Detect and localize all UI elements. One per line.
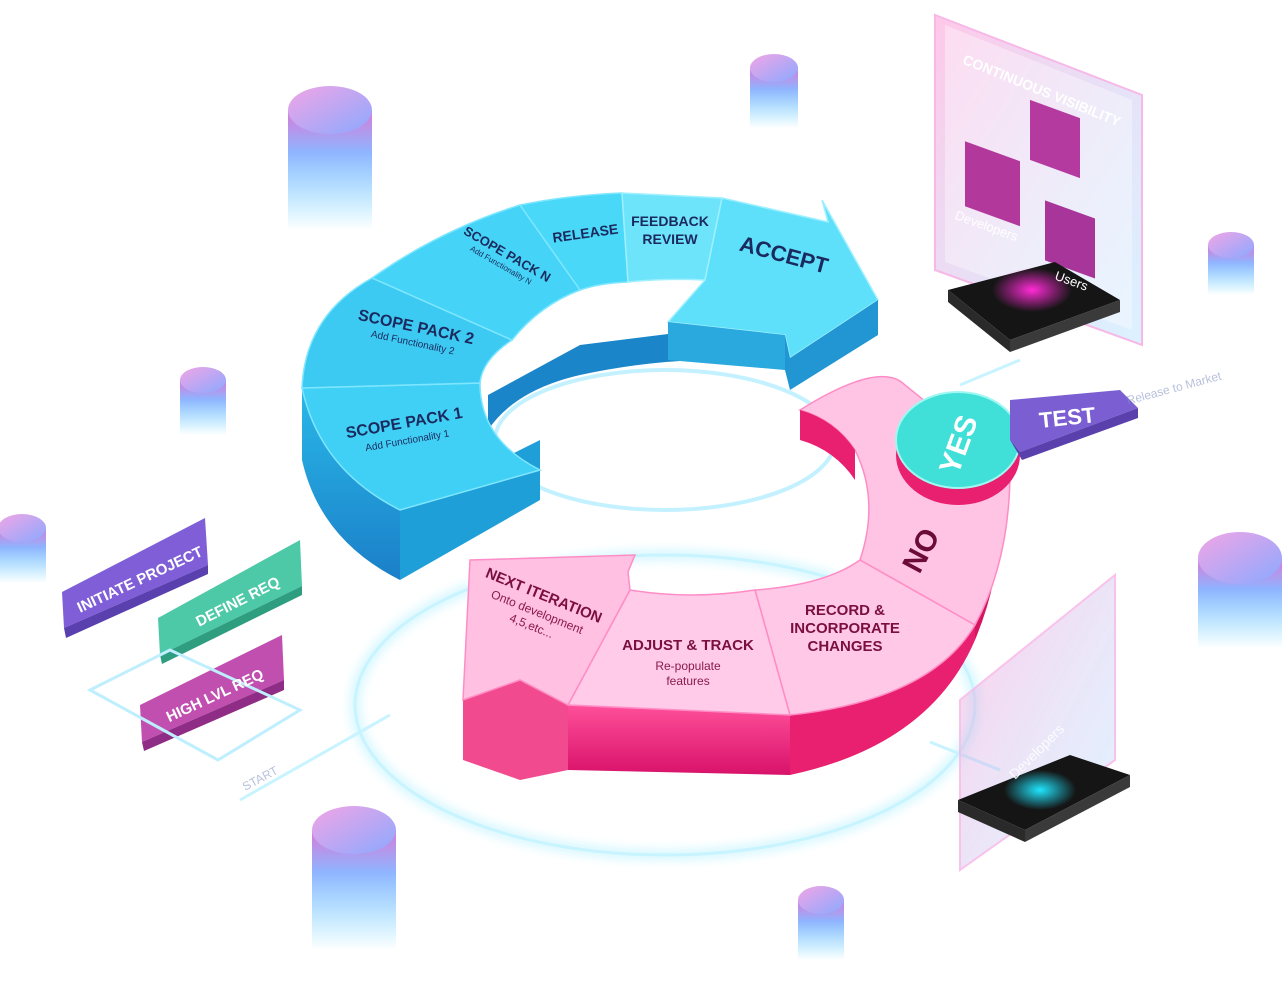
cylinder-8 bbox=[798, 886, 844, 960]
segment-next-iteration-arrow bbox=[462, 554, 637, 707]
cylinder-1 bbox=[288, 86, 372, 230]
record-line2: INCORPORATE bbox=[790, 620, 900, 637]
adjust-title: ADJUST & TRACK bbox=[622, 637, 754, 654]
review-title: REVIEW bbox=[642, 231, 698, 247]
feedback-title: FEEDBACK bbox=[631, 213, 709, 229]
cylinder-3 bbox=[1208, 232, 1254, 295]
users-icon-box bbox=[1045, 200, 1095, 279]
segment-record-changes bbox=[754, 559, 977, 716]
segment-scope-pack-1 bbox=[301, 382, 543, 511]
cylinder-6 bbox=[1198, 532, 1282, 648]
tag-high-lvl-req bbox=[140, 635, 284, 751]
developers-icon-box bbox=[965, 141, 1020, 227]
cylinder-4 bbox=[180, 367, 226, 435]
yes-disc bbox=[895, 391, 1021, 505]
cylinder-2 bbox=[750, 54, 798, 128]
team-icon-box bbox=[1030, 99, 1080, 179]
cylinder-7 bbox=[312, 806, 396, 950]
record-line3: CHANGES bbox=[807, 638, 882, 655]
pink-arc bbox=[462, 375, 1011, 780]
tag-initiate-project bbox=[62, 518, 208, 638]
visibility-panel bbox=[934, 13, 1143, 352]
test-label: TEST bbox=[1038, 402, 1097, 433]
cylinder-5 bbox=[0, 514, 46, 583]
developers-panel bbox=[958, 572, 1130, 872]
adjust-sub2: features bbox=[666, 674, 709, 688]
tag-define-req bbox=[158, 540, 302, 664]
adjust-sub1: Re-populate bbox=[655, 659, 721, 673]
record-line1: RECORD & bbox=[805, 602, 885, 619]
test-tag bbox=[1010, 390, 1138, 460]
left-tags bbox=[62, 518, 304, 762]
blue-arc bbox=[301, 192, 879, 580]
decorative-cylinders bbox=[0, 54, 1282, 960]
release-to-market-label: Release to Market bbox=[1125, 369, 1223, 408]
